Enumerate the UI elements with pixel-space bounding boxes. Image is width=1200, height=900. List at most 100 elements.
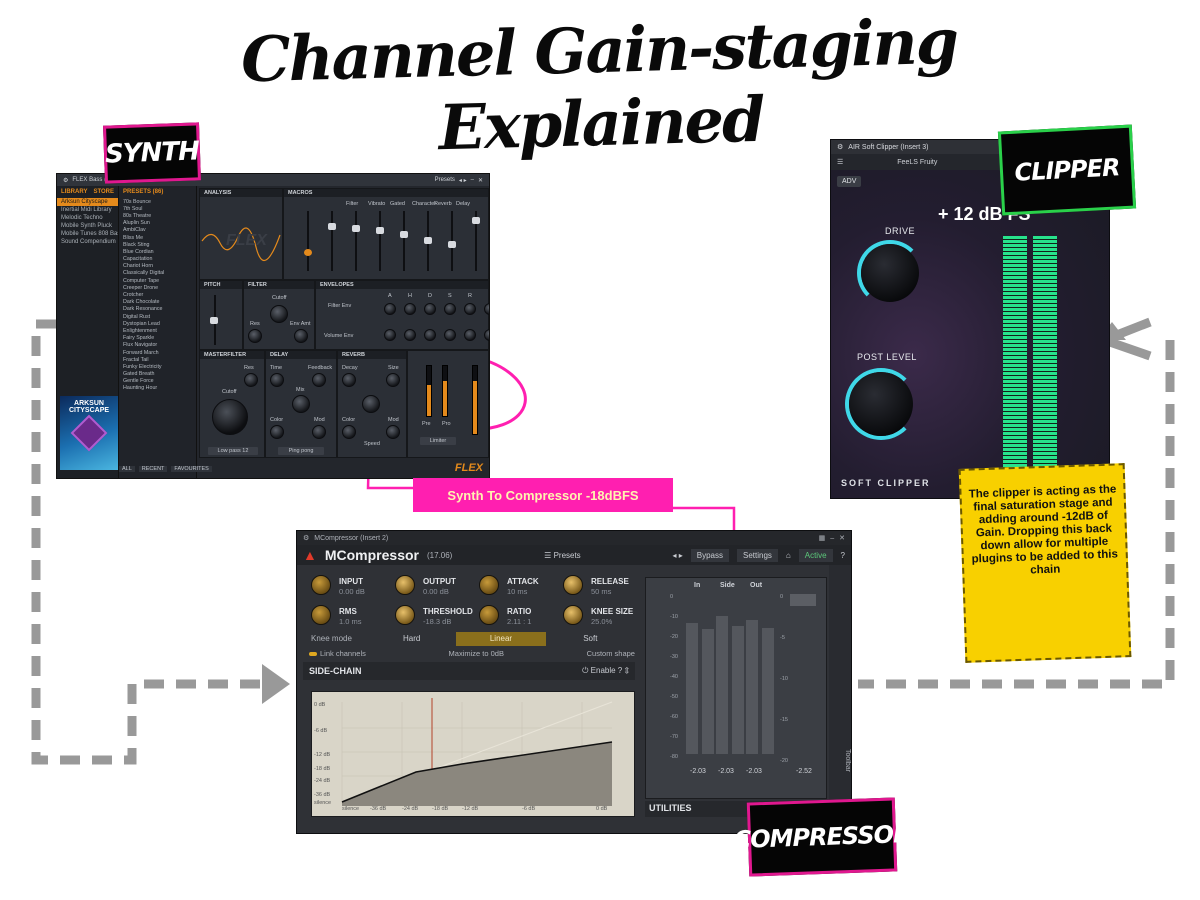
close-icon[interactable]: ✕ bbox=[839, 535, 845, 542]
gear-icon[interactable]: ⚙ bbox=[303, 535, 310, 542]
comp-knob[interactable] bbox=[395, 575, 415, 595]
preset-item[interactable]: Blue Cordian bbox=[123, 248, 154, 255]
bypass-button[interactable]: Bypass bbox=[690, 548, 729, 562]
volume-env-knob[interactable] bbox=[424, 329, 436, 341]
reverb-size-knob[interactable] bbox=[386, 373, 400, 387]
adv-button[interactable]: ADV bbox=[837, 176, 862, 187]
mf-res-knob[interactable] bbox=[244, 373, 258, 387]
preset-item[interactable]: 70s Bounce bbox=[123, 198, 151, 205]
preset-item[interactable]: Bliss Me bbox=[123, 234, 144, 241]
macro-slider[interactable] bbox=[424, 237, 432, 244]
preset-item[interactable]: Haunting Hour bbox=[123, 385, 158, 392]
pre-level-fader[interactable] bbox=[426, 365, 432, 417]
filter-cutoff-knob[interactable] bbox=[270, 305, 288, 323]
preset-item[interactable]: Digital Rust bbox=[123, 313, 151, 320]
minimize-icon[interactable]: – bbox=[830, 534, 835, 542]
library-header[interactable]: LIBRARY bbox=[61, 189, 88, 195]
macro-slider[interactable] bbox=[352, 225, 360, 232]
mf-cutoff-knob[interactable] bbox=[212, 399, 248, 435]
knee-option[interactable]: Hard bbox=[402, 634, 421, 643]
macro-slider[interactable] bbox=[472, 217, 480, 224]
minimize-icon[interactable]: – bbox=[470, 177, 474, 183]
macro-slider[interactable] bbox=[304, 249, 312, 256]
synth-presets-button[interactable]: Presets bbox=[434, 177, 455, 183]
reverb-mix-knob[interactable] bbox=[362, 395, 380, 413]
close-icon[interactable]: ✕ bbox=[477, 177, 483, 184]
delay-mod-knob[interactable] bbox=[312, 425, 326, 439]
delay-color-knob[interactable] bbox=[270, 425, 284, 439]
lowpass-button[interactable]: Low pass 12 bbox=[208, 447, 258, 455]
filter-env-knob[interactable] bbox=[424, 303, 436, 315]
footer-tab[interactable]: FAVOURITES bbox=[171, 466, 212, 472]
volume-env-knob[interactable] bbox=[464, 329, 476, 341]
library-item[interactable]: Melodic Techno bbox=[61, 215, 103, 221]
footer-tab[interactable]: ALL bbox=[119, 466, 135, 472]
preset-item[interactable]: Computer Tape bbox=[123, 277, 160, 284]
preset-item[interactable]: Chariot Horn bbox=[123, 263, 154, 270]
filter-env-knob[interactable] bbox=[484, 303, 489, 315]
gear-icon[interactable]: ⚙ bbox=[837, 144, 844, 151]
library-item[interactable]: Mobile Synth Pluck bbox=[61, 223, 113, 229]
drive-knob[interactable] bbox=[861, 244, 919, 302]
preset-item[interactable]: Capacitation bbox=[123, 256, 153, 263]
knee-option[interactable]: Linear bbox=[456, 632, 546, 646]
comp-presets-button[interactable]: ☰ Presets bbox=[544, 550, 581, 560]
preset-item[interactable]: Flux Navigator bbox=[123, 342, 158, 349]
library-item[interactable]: Arksun Cityscape bbox=[57, 198, 118, 206]
comp-knob[interactable] bbox=[563, 575, 583, 595]
maximize-toggle[interactable]: Maximize to 0dB bbox=[448, 649, 504, 658]
delay-feedback-knob[interactable] bbox=[312, 373, 326, 387]
knee-option[interactable]: Soft bbox=[583, 634, 598, 643]
filter-env-knob[interactable] bbox=[464, 303, 476, 315]
settings-button[interactable]: Settings bbox=[737, 548, 778, 562]
post-level-knob[interactable] bbox=[849, 372, 913, 436]
clipper-preset-name[interactable]: FeeLS Fruity bbox=[897, 158, 938, 166]
filter-env-knob[interactable] bbox=[404, 303, 416, 315]
volume-env-knob[interactable] bbox=[404, 329, 416, 341]
preset-item[interactable]: Fairy Sparkle bbox=[123, 335, 155, 342]
preset-item[interactable]: Gentle Force bbox=[123, 378, 154, 385]
library-item[interactable]: Mobile Tunes 808 Bass bbox=[61, 231, 118, 237]
comp-knob[interactable] bbox=[479, 605, 499, 625]
reverb-color-knob[interactable] bbox=[342, 425, 356, 439]
custom-shape-toggle[interactable]: Custom shape bbox=[586, 649, 635, 658]
preset-item[interactable]: Funky Electricity bbox=[123, 363, 162, 370]
preset-item[interactable]: Dystopian Lead bbox=[123, 320, 160, 327]
preset-item[interactable]: Forward March bbox=[123, 349, 159, 356]
filter-env-knob[interactable] bbox=[444, 303, 456, 315]
active-button[interactable]: Active bbox=[798, 548, 833, 562]
grid-icon[interactable]: ▦ bbox=[818, 535, 826, 542]
pitch-slider[interactable] bbox=[210, 317, 218, 324]
preset-item[interactable]: 7th Soul bbox=[123, 205, 143, 212]
delay-time-knob[interactable] bbox=[270, 373, 284, 387]
preset-item[interactable]: Enlightenment bbox=[123, 327, 157, 334]
preset-item[interactable]: Classically Digital bbox=[123, 270, 165, 277]
macro-slider[interactable] bbox=[448, 241, 456, 248]
comp-knob[interactable] bbox=[563, 605, 583, 625]
help-icon[interactable]: ? bbox=[840, 550, 845, 560]
prev-next-icon[interactable]: ◂ ▸ bbox=[672, 550, 683, 560]
preset-item[interactable]: AmbiClav bbox=[123, 227, 146, 234]
comp-knob[interactable] bbox=[479, 575, 499, 595]
sidechain-enable-button[interactable]: ⏻ Enable ? ⇕ bbox=[582, 666, 629, 675]
library-item[interactable]: Sound Compendium bbox=[61, 239, 116, 245]
macro-slider[interactable] bbox=[328, 223, 336, 230]
volume-env-knob[interactable] bbox=[444, 329, 456, 341]
chevron-icon[interactable]: ◂ ▸ bbox=[458, 177, 467, 184]
preset-item[interactable]: Fractal Tail bbox=[123, 356, 149, 363]
preset-item[interactable]: Dark Resonance bbox=[123, 306, 163, 313]
footer-tab[interactable]: RECENT bbox=[138, 466, 168, 472]
preset-item[interactable]: Dark Chocolate bbox=[123, 299, 160, 306]
preset-item[interactable]: Aluplin Sun bbox=[123, 220, 150, 227]
menu-icon[interactable]: ☰ bbox=[837, 159, 844, 166]
toolbar-tab[interactable]: Toolbar bbox=[829, 565, 851, 833]
reverb-mod-knob[interactable] bbox=[386, 425, 400, 439]
volume-env-knob[interactable] bbox=[384, 329, 396, 341]
comp-knob[interactable] bbox=[311, 605, 331, 625]
macro-slider[interactable] bbox=[376, 227, 384, 234]
home-icon[interactable]: ⌂ bbox=[785, 550, 791, 560]
preset-item[interactable]: Crotcher bbox=[123, 292, 144, 299]
preset-item[interactable]: Black Sting bbox=[123, 241, 150, 248]
reverb-decay-knob[interactable] bbox=[342, 373, 356, 387]
